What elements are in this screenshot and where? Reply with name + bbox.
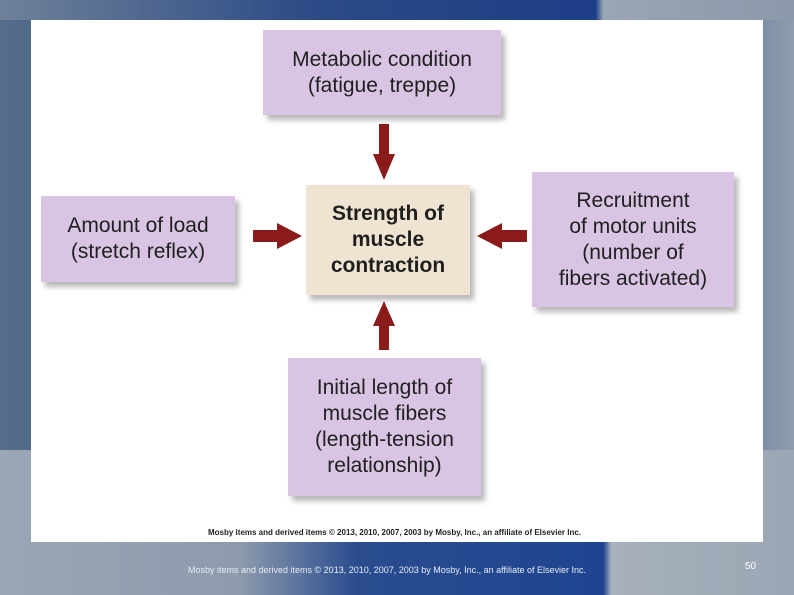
arrow-left-from-recruitment (477, 223, 527, 249)
initial-length-box: Initial length of muscle fibers (length-… (288, 358, 481, 496)
figure-credit: Mosby items and derived items © 2013, 20… (208, 528, 582, 537)
recruitment-of-motor-units-label: Recruitment of motor units (number of fi… (558, 188, 708, 290)
background-band-top (0, 0, 794, 20)
amount-of-load-box: Amount of load (stretch reflex) (41, 196, 235, 282)
arrow-right-from-load (253, 223, 302, 249)
diagram-arrows (253, 124, 527, 350)
strength-of-contraction-label: Strength of muscle contraction (330, 202, 446, 277)
recruitment-of-motor-units-box: Recruitment of motor units (number of fi… (532, 172, 734, 307)
arrow-down-from-metabolic (373, 124, 395, 180)
amount-of-load-label: Amount of load (stretch reflex) (67, 214, 209, 263)
arrow-up-from-initial-length (373, 301, 395, 350)
metabolic-condition-box: Metabolic condition (fatigue, treppe) (263, 30, 501, 115)
diagram-card: Metabolic condition (fatigue, treppe) Am… (31, 20, 763, 542)
strength-of-contraction-box: Strength of muscle contraction (306, 185, 470, 295)
initial-length-label: Initial length of muscle fibers (length-… (315, 376, 454, 477)
footer-credit: Mosby items and derived items © 2013, 20… (188, 565, 587, 575)
page-number: 50 (745, 561, 757, 572)
metabolic-condition-label: Metabolic condition (fatigue, treppe) (292, 47, 472, 97)
